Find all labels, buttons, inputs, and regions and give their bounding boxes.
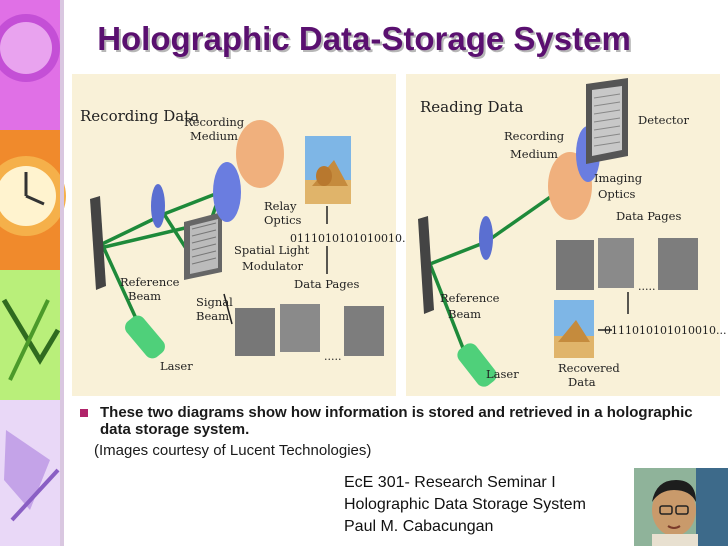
bullet-square-icon	[80, 409, 88, 417]
binary-data: 0111010101010010...	[604, 324, 726, 337]
relay-optics-icon	[213, 162, 241, 222]
mirror-icon	[418, 216, 434, 314]
svg-text:Detector: Detector	[638, 113, 689, 127]
image-credit: (Images courtesy of Lucent Technologies)	[94, 442, 372, 459]
svg-text:Medium: Medium	[510, 147, 558, 161]
recording-heading: Recording Data	[80, 107, 199, 125]
lens-icon	[151, 184, 165, 228]
svg-text:Data Pages: Data Pages	[616, 209, 681, 223]
svg-text:Recording: Recording	[504, 129, 565, 143]
slide-title: Holographic Data-Storage System	[97, 20, 631, 57]
svg-text:Recording: Recording	[184, 115, 245, 129]
mirror-icon	[90, 196, 106, 290]
bullet-text: These two diagrams show how information …	[100, 404, 693, 438]
author-name: Paul M. Cabacungan	[344, 518, 494, 535]
svg-text:Optics: Optics	[264, 213, 302, 227]
footer-block: EcE 301- Research Seminar I Holographic …	[344, 472, 586, 538]
svg-text:.....: .....	[638, 280, 655, 293]
svg-text:Recovered: Recovered	[558, 361, 620, 375]
svg-text:Relay: Relay	[264, 199, 297, 213]
recovered-sphinx-image	[554, 300, 594, 358]
presentation-title: Holographic Data Storage System	[344, 496, 586, 513]
svg-text:Modulator: Modulator	[242, 259, 304, 273]
svg-text:.....: .....	[324, 350, 341, 363]
svg-text:Beam: Beam	[448, 307, 481, 321]
bullet-list: These two diagrams show how information …	[80, 404, 700, 459]
lens-icon	[479, 216, 493, 260]
reading-heading: Reading Data	[420, 98, 524, 116]
svg-text:Data: Data	[568, 375, 596, 389]
recording-diagram: Recording Data	[72, 74, 412, 396]
laser-icon	[457, 343, 497, 387]
svg-text:Imaging: Imaging	[594, 171, 643, 185]
svg-text:Laser: Laser	[486, 367, 519, 381]
detector-icon	[586, 78, 628, 164]
decorative-sidebar	[0, 0, 66, 546]
svg-text:Optics: Optics	[598, 187, 636, 201]
data-pages	[556, 238, 698, 290]
list-item: These two diagrams show how information …	[80, 404, 700, 438]
svg-text:Laser: Laser	[160, 359, 193, 373]
svg-text:Medium: Medium	[190, 129, 238, 143]
svg-text:Beam: Beam	[128, 289, 161, 303]
course-name: EcE 301- Research Seminar I	[344, 474, 556, 491]
svg-text:Signal: Signal	[196, 295, 233, 309]
binary-data: 0111010101010010...	[290, 232, 412, 245]
svg-text:Beam: Beam	[196, 309, 229, 323]
author-photo	[634, 468, 728, 546]
sphinx-image	[305, 136, 351, 204]
svg-text:Spatial Light: Spatial Light	[234, 243, 310, 257]
spatial-light-modulator-icon	[184, 212, 222, 280]
recording-medium-icon	[236, 120, 284, 188]
data-pages	[235, 304, 384, 356]
reading-diagram: Reading Data .....	[406, 74, 726, 396]
svg-text:Reference: Reference	[120, 275, 180, 289]
svg-text:Reference: Reference	[440, 291, 500, 305]
laser-icon	[125, 315, 165, 359]
svg-text:Data Pages: Data Pages	[294, 277, 359, 291]
